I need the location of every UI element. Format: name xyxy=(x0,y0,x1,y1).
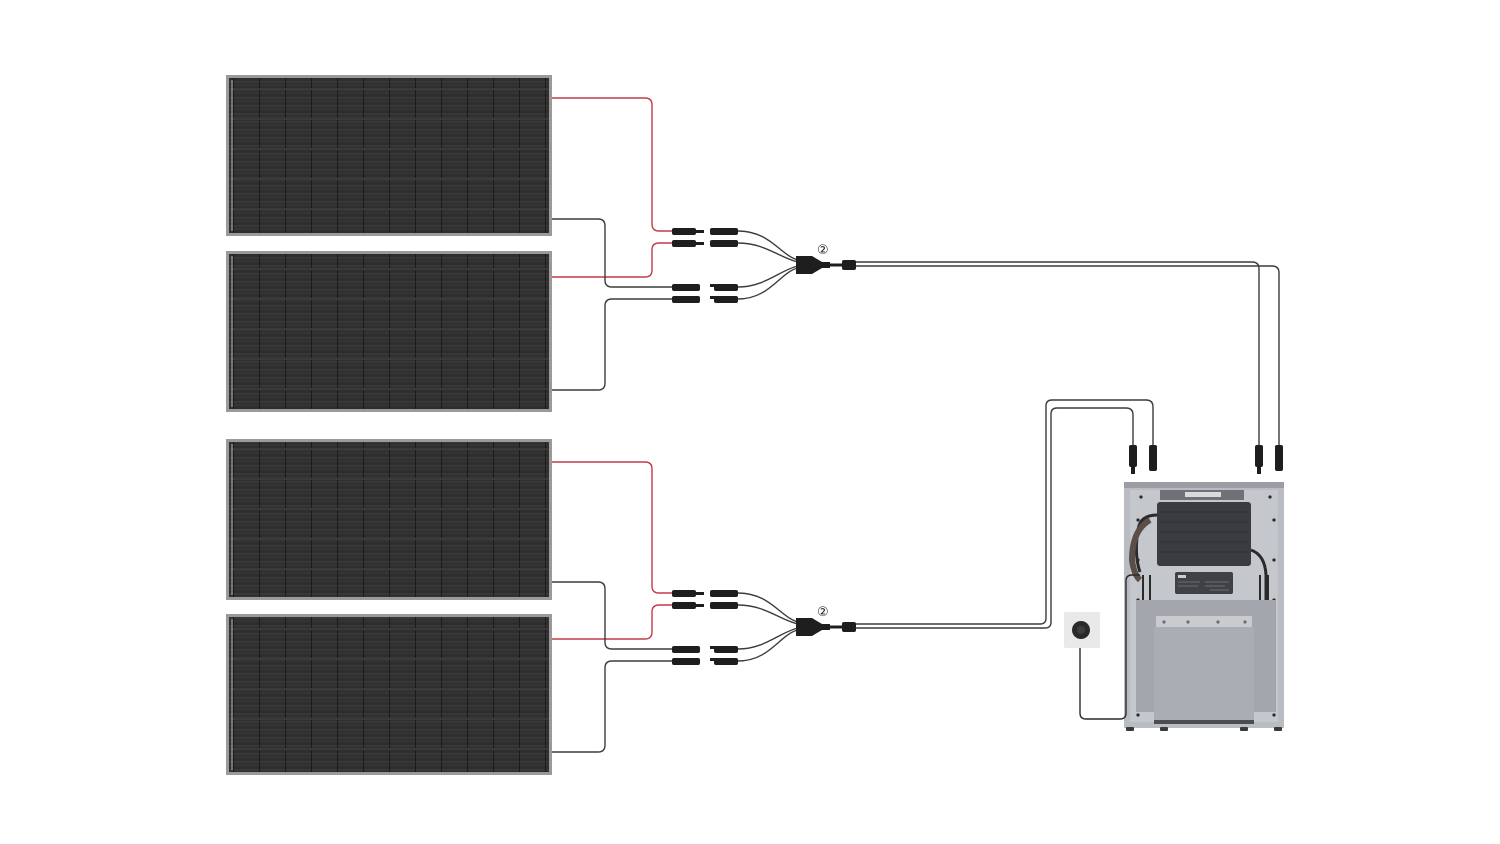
inverter-label-plate xyxy=(1175,572,1233,594)
solar-panel-3 xyxy=(226,439,552,600)
battery-pack xyxy=(1154,627,1254,723)
wall-socket xyxy=(1064,612,1100,648)
upper-array-cables xyxy=(552,97,1280,445)
ac-output-cable xyxy=(1079,574,1140,720)
y-branch-connector-lower xyxy=(796,618,856,636)
solar-panel-1 xyxy=(226,75,552,236)
y-branch-connector-upper xyxy=(796,256,856,274)
mc4-connectors-upper xyxy=(672,228,738,303)
solar-panel-2 xyxy=(226,251,552,412)
solar-panel-4 xyxy=(226,614,552,775)
inverter-input-connectors xyxy=(1129,445,1283,474)
lower-array-cables xyxy=(552,399,1154,753)
micro-inverter xyxy=(1157,502,1251,566)
branch-label-lower: ② xyxy=(817,605,829,620)
branch-label-upper: ② xyxy=(817,243,829,258)
inverter-enclosure xyxy=(1124,482,1284,731)
mc4-connectors-lower xyxy=(672,590,738,665)
